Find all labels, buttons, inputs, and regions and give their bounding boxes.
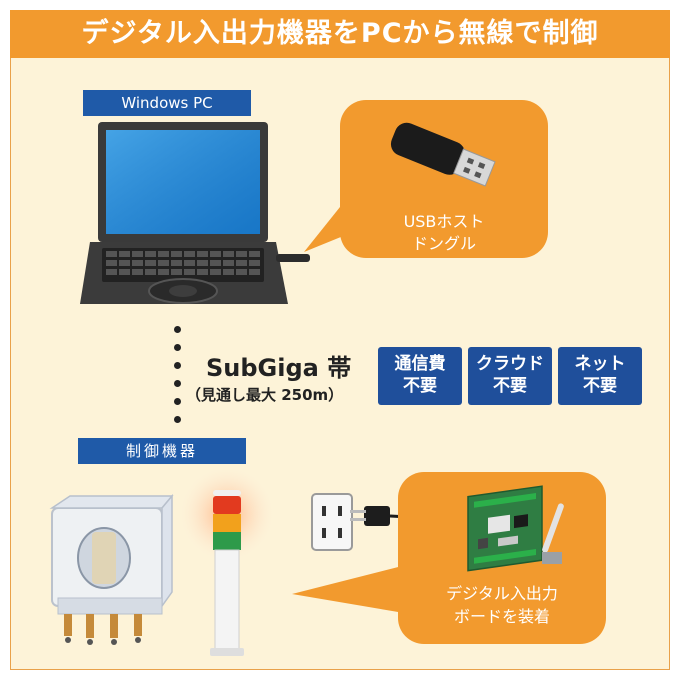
signal-tower-illustration: [182, 470, 272, 656]
device-label: 制御機器: [78, 438, 246, 464]
badge-no-fee: 通信費 不要: [378, 347, 462, 405]
badge-line2: 不要: [403, 376, 437, 396]
io-board-illustration: [467, 485, 564, 572]
badge-line1: クラウド: [476, 354, 544, 374]
badge-no-net: ネット 不要: [558, 347, 642, 405]
badge-line1: 通信費: [394, 354, 446, 374]
wireless-link-dot: [174, 344, 181, 351]
laptop-illustration: [80, 122, 310, 304]
board-callout-line1: デジタル入出力: [446, 584, 558, 603]
power-outlet-icon: [311, 493, 353, 551]
wireless-link-dot: [174, 398, 181, 405]
dongle-callout-line2: ドングル: [411, 234, 476, 253]
subgiga-range-note: （見通し最大 250m）: [186, 386, 344, 404]
dongle-callout: [340, 100, 548, 258]
pc-label: Windows PC: [83, 90, 251, 116]
dongle-callout-line1: USBホスト: [403, 212, 485, 231]
badge-line2: 不要: [493, 376, 527, 396]
relay-illustration: [49, 493, 174, 645]
dongle-callout-pointer: [304, 202, 358, 252]
subgiga-band-label: SubGiga 帯: [206, 354, 352, 382]
board-callout-line2: ボードを装着: [453, 607, 550, 626]
badge-line1: ネット: [574, 354, 626, 374]
board-callout-pointer: [292, 564, 410, 614]
wireless-link-dot: [174, 380, 181, 387]
badge-line2: 不要: [583, 376, 617, 396]
usb-dongle-icon: [390, 122, 496, 187]
badge-no-cloud: クラウド 不要: [468, 347, 552, 405]
page-title: デジタル入出力機器をPCから無線で制御: [10, 10, 670, 58]
wireless-link-dot: [174, 416, 181, 423]
wireless-link-dot: [174, 362, 181, 369]
wireless-link-dot: [174, 326, 181, 333]
